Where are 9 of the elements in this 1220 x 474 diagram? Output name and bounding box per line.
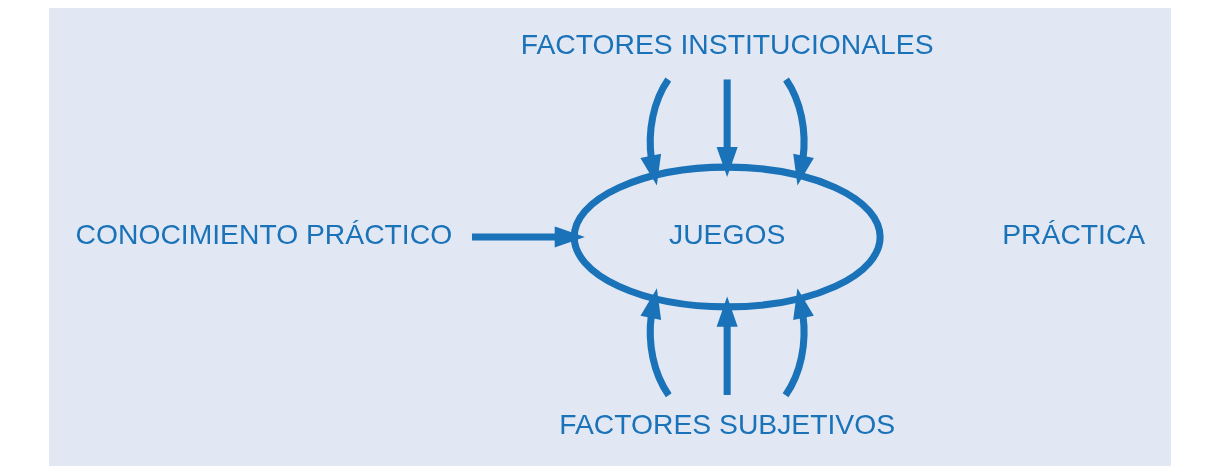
node-text: PRÁCTICA <box>1002 217 1146 250</box>
arrow <box>782 288 814 398</box>
node-text: CONOCIMIENTO PRÁCTICO <box>75 217 453 250</box>
node-ellipse: JUEGOS <box>570 163 884 311</box>
node-text: FACTORES SUBJETIVOS <box>559 407 896 440</box>
arrow <box>640 77 672 186</box>
arrow <box>640 288 672 398</box>
arrow <box>783 77 814 186</box>
node-text: FACTORES INSTITUCIONALES <box>520 27 934 60</box>
